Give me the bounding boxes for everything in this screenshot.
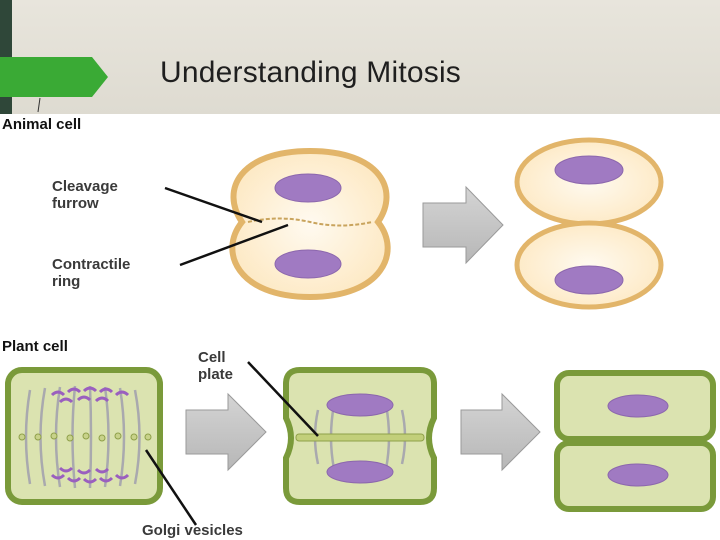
golgi-vesicles-label: Golgi vesicles (142, 522, 243, 539)
cleavage-furrow-label-line1: Cleavage (52, 178, 118, 195)
cleavage-furrow-pointer (164, 186, 263, 224)
animal-dividing-cell (229, 147, 391, 301)
animal-arrow (422, 185, 504, 265)
animal-daughter-cell-bottom (514, 220, 664, 310)
animal-nucleus-top (274, 173, 342, 203)
golgi-vesicles (18, 432, 152, 442)
cell-plate-label-line2: plate (198, 366, 233, 383)
chromosomes-bottom (50, 466, 130, 484)
plant-nucleus-bottom (326, 460, 394, 484)
plant-nucleus-top (326, 393, 394, 417)
cell-plate (295, 433, 425, 442)
title-accent-tab (0, 57, 108, 97)
plant-daughter-nucleus-bottom (607, 463, 669, 487)
plant-arrow-2 (460, 392, 541, 472)
cleavage-furrow-label-line2: furrow (52, 195, 99, 212)
animal-daughter-nucleus-bottom (554, 265, 624, 295)
animal-daughter-nucleus-top (554, 155, 624, 185)
plant-daughter-nucleus-top (607, 394, 669, 418)
cell-plate-label-line1: Cell (198, 349, 226, 366)
contractile-ring-label-line2: ring (52, 273, 80, 290)
contractile-ring-line (247, 217, 373, 227)
contractile-ring-pointer (179, 223, 289, 267)
contractile-ring-label-line1: Contractile (52, 256, 130, 273)
animal-cell-label: Animal cell (2, 116, 81, 133)
slide-header-background (0, 0, 720, 114)
animal-nucleus-bottom (274, 249, 342, 279)
golgi-vesicles-pointer (144, 449, 198, 526)
plant-cell-label: Plant cell (2, 338, 68, 355)
animal-daughter-cells (514, 137, 664, 310)
cell-plate-pointer (247, 361, 319, 437)
slide-title: Understanding Mitosis (160, 56, 462, 89)
plant-cell-dividing (283, 367, 437, 505)
plant-daughter-cells (554, 370, 716, 512)
animal-cell-membrane (229, 147, 391, 301)
header-tick-mark (37, 97, 41, 113)
chromosomes-top (50, 386, 130, 404)
plant-cell-spindle (5, 367, 163, 505)
plant-arrow-1 (185, 392, 267, 472)
